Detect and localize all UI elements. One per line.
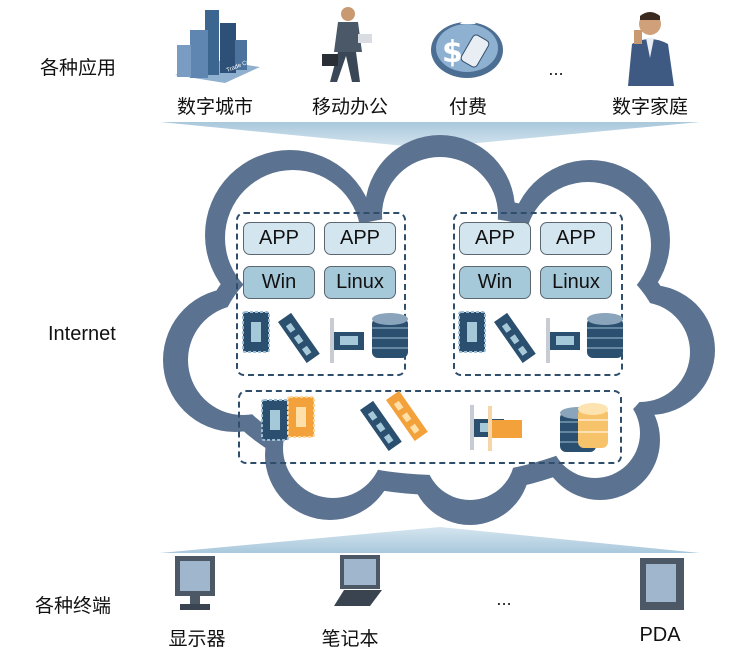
app-box: APP xyxy=(243,222,315,255)
os-box-linux: Linux xyxy=(324,266,396,299)
terminals-ellipsis: ... xyxy=(496,590,512,609)
svg-text:$: $ xyxy=(442,35,463,70)
businessman-walking-icon xyxy=(322,7,372,82)
os-box-linux: Linux xyxy=(540,266,612,299)
applications-ellipsis: ... xyxy=(548,60,564,79)
app-box: APP xyxy=(459,222,531,255)
city-buildings-icon xyxy=(175,10,260,83)
os-box-win: Win xyxy=(243,266,315,299)
terminal-label-pda: PDA xyxy=(639,624,681,646)
memory-icon xyxy=(494,312,536,363)
disk-stack-pair-icon xyxy=(559,403,608,453)
monitor-icon xyxy=(175,556,215,610)
virtual-server-2 xyxy=(453,212,623,376)
internet-label: Internet xyxy=(48,323,116,345)
virtual-server-1 xyxy=(236,212,406,376)
app-box: APP xyxy=(324,222,396,255)
disk-stack-icon xyxy=(586,312,624,359)
app-label-payment: 付费 xyxy=(448,96,488,118)
terminal-label-laptop: 笔记本 xyxy=(321,628,379,650)
memory-icon xyxy=(278,312,320,363)
terminals-label: 各种终端 xyxy=(35,595,112,617)
man-on-phone-icon xyxy=(628,12,674,86)
laptop-icon xyxy=(334,555,382,606)
cpu-icon xyxy=(458,311,486,353)
disk-stack-icon xyxy=(371,312,409,359)
network-card-icon xyxy=(330,318,364,363)
memory-pair-icon xyxy=(360,390,428,451)
app-label-digital-home: 数字家庭 xyxy=(611,96,689,118)
app-label-digital-city: 数字城市 xyxy=(176,96,254,118)
network-card-pair-icon xyxy=(470,405,522,451)
app-label-mobile-office: 移动办公 xyxy=(311,96,389,118)
top-funnel xyxy=(160,122,700,148)
cpu-icon xyxy=(242,311,270,353)
hardware-resource-pool xyxy=(238,390,622,464)
os-box-win: Win xyxy=(459,266,531,299)
mobile-payment-icon: $ xyxy=(431,16,503,78)
app-box: APP xyxy=(540,222,612,255)
bottom-funnel xyxy=(160,527,700,553)
applications-label: 各种应用 xyxy=(40,57,117,79)
network-card-icon xyxy=(546,318,580,363)
cpu-pair-icon xyxy=(261,396,315,441)
pda-icon xyxy=(640,558,684,610)
terminal-label-monitor: 显示器 xyxy=(168,628,226,650)
